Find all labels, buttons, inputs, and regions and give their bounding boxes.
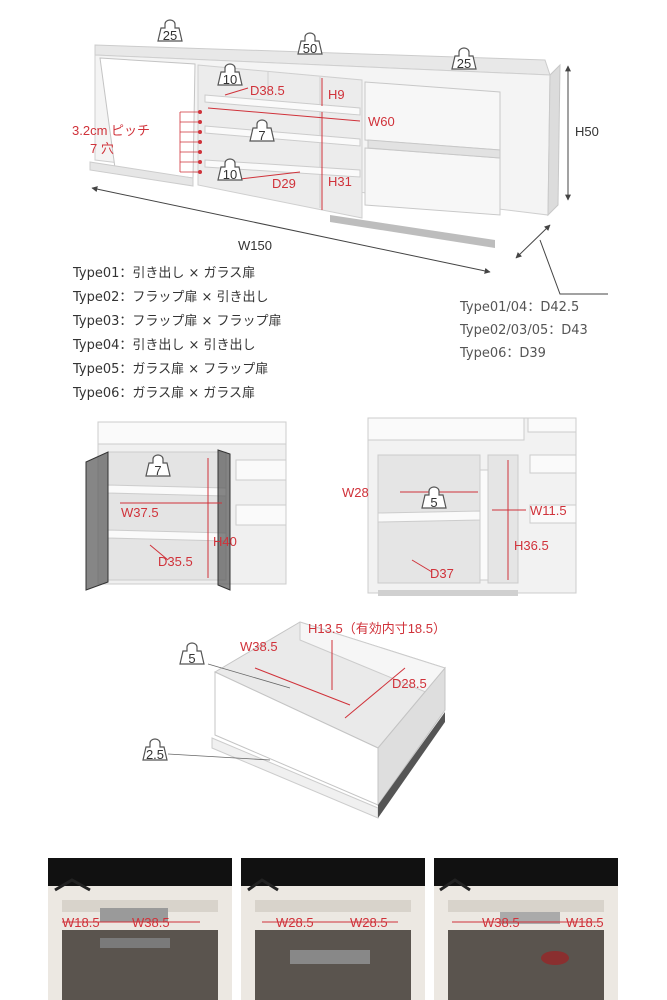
load-right-top: 25	[457, 56, 471, 71]
type-item: Type03：フラップ扉 × フラップ扉	[73, 314, 282, 329]
top-opening-height-label: H9	[328, 87, 345, 102]
drawer-depth: D28.5	[392, 676, 427, 691]
depth-item: Type02/03/05：D43	[460, 323, 588, 338]
pitch-label-line2: 7 穴	[90, 141, 114, 156]
glass-cabinet-depth: D35.5	[158, 554, 193, 569]
side-shelf-depth: D37	[430, 566, 454, 581]
load-left-top: 25	[163, 28, 177, 43]
load-shelf-top: 10	[223, 72, 237, 87]
overall-width-label: W150	[238, 238, 272, 253]
side-shelf-small-width: W11.5	[530, 503, 567, 518]
pitch-label-line1: 3.2cm ピッチ	[72, 123, 150, 138]
drawer-inner-load: 5	[188, 651, 195, 666]
type-item: Type01：引き出し × ガラス扉	[73, 266, 256, 281]
glass-cabinet-width: W37.5	[121, 505, 159, 520]
photo-3	[434, 858, 618, 1000]
main-dimension-arrows	[91, 65, 608, 295]
shelf-depth-top-label: D38.5	[250, 83, 285, 98]
type-item: Type04：引き出し × 引き出し	[73, 338, 256, 353]
drawer-front-load: 2.5	[146, 747, 164, 762]
load-center-top: 50	[303, 41, 317, 56]
photo-2-right-label: W28.5	[350, 915, 388, 930]
lower-opening-height-label: H31	[328, 174, 352, 189]
type-item: Type05：ガラス扉 × フラップ扉	[73, 362, 269, 377]
side-shelf-height: H36.5	[514, 538, 549, 553]
overall-height-label: H50	[575, 124, 599, 139]
depth-item: Type06：D39	[460, 346, 546, 361]
drawer-detail	[142, 621, 446, 819]
inner-width-label: W60	[368, 114, 395, 129]
depth-list: Type01/04：D42.5 Type02/03/05：D43 Type06：…	[460, 296, 588, 365]
side-shelf-width: W28	[342, 485, 369, 500]
type-item: Type02：フラップ扉 × 引き出し	[73, 290, 269, 305]
load-shelf-mid: 7	[258, 128, 265, 143]
drawer-height: H13.5（有効内寸18.5）	[308, 621, 446, 636]
side-shelf-load: 5	[430, 495, 437, 510]
type-item: Type06：ガラス扉 × ガラス扉	[73, 386, 256, 401]
drawer-width: W38.5	[240, 639, 278, 654]
photo-1	[48, 858, 232, 1000]
photo-2-left-label: W28.5	[276, 915, 314, 930]
glass-cabinet-height: H40	[213, 534, 237, 549]
shelf-depth-bottom-label: D29	[272, 176, 296, 191]
glass-cabinet-detail	[85, 421, 287, 591]
photo-1-right-label: W38.5	[132, 915, 170, 930]
photo-1-left-label: W18.5	[62, 915, 100, 930]
depth-item: Type01/04：D42.5	[460, 300, 580, 315]
side-shelf-detail	[367, 417, 577, 596]
main-cabinet	[89, 44, 561, 248]
photo-2	[241, 858, 425, 1000]
glass-cabinet-load: 7	[154, 463, 161, 478]
load-shelf-bottom: 10	[223, 167, 237, 182]
photo-3-left-label: W38.5	[482, 915, 520, 930]
type-list: Type01：引き出し × ガラス扉 Type02：フラップ扉 × 引き出し T…	[73, 262, 282, 406]
photo-3-right-label: W18.5	[566, 915, 604, 930]
